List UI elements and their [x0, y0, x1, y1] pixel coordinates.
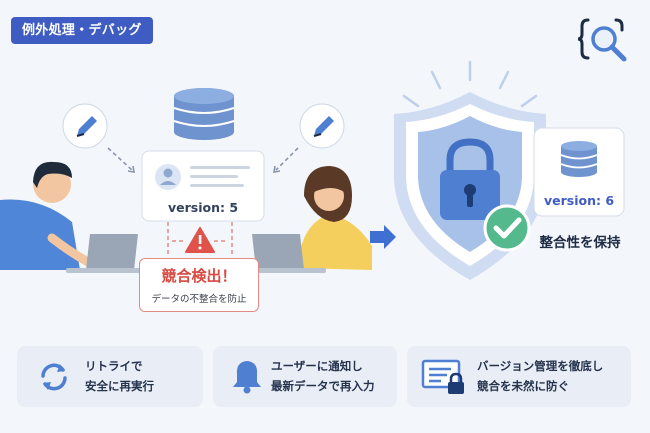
- right-version-label: version: 6: [543, 193, 615, 208]
- tip-line2: 競合を未然に防ぐ: [477, 379, 569, 393]
- tip-card-retry: リトライで 安全に再実行: [17, 346, 203, 407]
- right-user: [238, 166, 372, 273]
- pencil-icon: [299, 103, 345, 149]
- database-icon: [560, 141, 598, 177]
- refresh-icon: [41, 363, 67, 391]
- code-search-icon: [577, 18, 627, 62]
- bell-icon: [233, 361, 261, 394]
- pencil-icon: [62, 103, 108, 149]
- conflict-subtitle: データの不整合を防止: [151, 294, 247, 305]
- tip-line1: バージョン管理を徹底し: [477, 359, 604, 373]
- tip-line2: 最新データで再入力: [271, 379, 375, 393]
- conflict-alert: 競合検出！ データの不整合を防止: [139, 258, 259, 312]
- consistency-label: 整合性を保持: [539, 235, 621, 251]
- tip-line1: ユーザーに通知し: [271, 359, 363, 373]
- warning-icon: [185, 227, 215, 253]
- tip-line1: リトライで: [85, 359, 143, 373]
- tip-line2: 安全に再実行: [85, 379, 154, 393]
- left-version-label: version: 5: [167, 200, 239, 215]
- left-user: [0, 161, 152, 273]
- arrow-right-icon: [370, 225, 396, 249]
- tip-card-notify: ユーザーに通知し 最新データで再入力: [213, 346, 397, 407]
- section-tag: 例外処理・デバッグ: [11, 17, 153, 44]
- conflict-diagram: [0, 60, 625, 280]
- check-icon: [483, 204, 531, 252]
- tip-card-versioning: バージョン管理を徹底し 競合を未然に防ぐ: [407, 346, 631, 407]
- database-icon: [173, 88, 235, 140]
- document-lock-icon: [421, 359, 464, 394]
- conflict-title: 競合検出！: [161, 267, 237, 285]
